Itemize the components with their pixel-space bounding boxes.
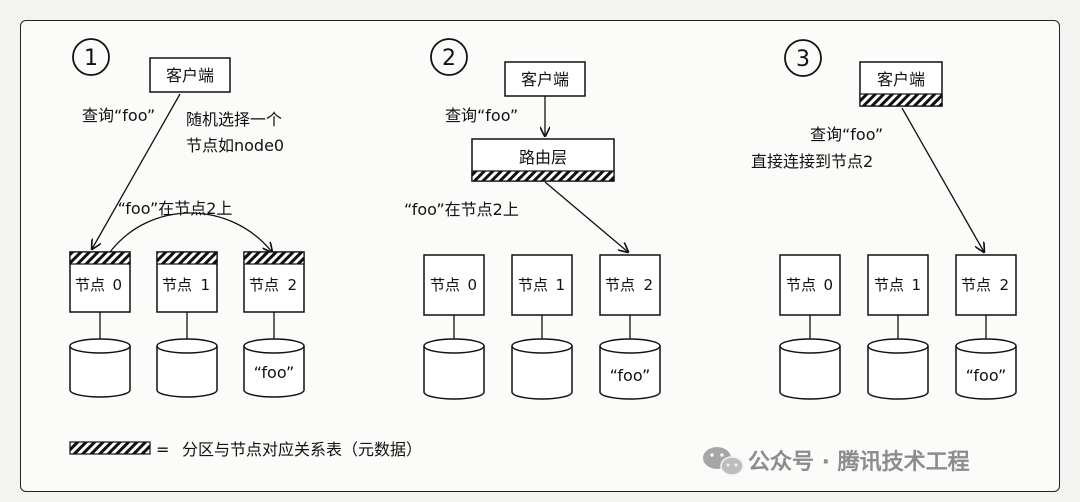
node-label: 节点 — [961, 276, 991, 294]
node-2: 节点 2 “foo” — [599, 254, 661, 400]
panel-1: 1 客户端 查询“foo” 随机选择一个 节点如node0 “foo”在节点2上… — [69, 38, 305, 398]
route-arrow — [544, 181, 628, 252]
cylinder-rim — [69, 345, 131, 354]
storage-cylinder — [69, 338, 131, 398]
cylinder-rim — [955, 345, 1017, 354]
query-label: 查询“foo” — [82, 106, 155, 125]
metadata-strip — [471, 170, 615, 182]
step-number: 2 — [442, 46, 456, 71]
node-label: 节点 — [430, 276, 460, 294]
storage-cylinder — [599, 338, 661, 400]
cylinder-rim — [511, 345, 573, 354]
client-box — [504, 61, 586, 97]
node-2: 节点 2 “foo” — [243, 251, 305, 398]
node-box — [423, 254, 485, 316]
client-box — [149, 57, 231, 93]
query-label: 查询“foo” — [445, 106, 518, 125]
hop-note: “foo”在节点2上 — [118, 199, 233, 218]
node-index: 2 — [287, 276, 297, 294]
node-0: 节点 0 — [69, 251, 131, 398]
node-label: 节点 — [162, 276, 192, 294]
router-label: 路由层 — [519, 148, 567, 167]
random-note-line2: 节点如node0 — [186, 136, 284, 155]
storage-cylinder — [511, 338, 573, 400]
node-label: 节点 — [75, 276, 105, 294]
node-label: 节点 — [605, 276, 635, 294]
storage-cylinder — [156, 338, 218, 398]
node-box — [955, 254, 1017, 316]
storage-cylinder — [243, 338, 305, 398]
route-note: “foo”在节点2上 — [404, 200, 519, 219]
legend-text: 分区与节点对应关系表（元数据） — [182, 440, 422, 459]
client-label: 客户端 — [877, 70, 925, 89]
legend-equals: = — [156, 440, 169, 459]
watermark-text: 公众号 · 腾讯技术工程 — [748, 450, 970, 475]
metadata-strip — [69, 251, 131, 265]
forward-arrow — [109, 212, 272, 252]
node-index: 1 — [200, 276, 210, 294]
node-box — [599, 254, 661, 316]
step-number: 3 — [796, 47, 810, 72]
client-label: 客户端 — [521, 70, 569, 89]
node-index: 1 — [555, 276, 565, 294]
metadata-strip — [156, 251, 218, 265]
query-label: 查询“foo” — [810, 125, 883, 144]
node-1: 节点 1 — [156, 251, 218, 398]
cylinder-rim — [599, 345, 661, 354]
node-box — [511, 254, 573, 316]
query-arrow — [92, 93, 181, 249]
stored-key: “foo” — [966, 366, 1007, 385]
node-index: 2 — [643, 276, 653, 294]
node-1: 节点 1 — [867, 254, 929, 400]
legend: = 分区与节点对应关系表（元数据） — [69, 440, 422, 459]
storage-cylinder — [779, 338, 841, 400]
step-circle — [430, 38, 468, 76]
node-index: 0 — [112, 276, 122, 294]
direct-arrow — [901, 107, 984, 252]
wechat-icon — [703, 447, 744, 476]
node-label: 节点 — [874, 276, 904, 294]
node-label: 节点 — [518, 276, 548, 294]
step-number: 1 — [84, 46, 98, 71]
panel-2: 2 客户端 查询“foo” 路由层 “foo”在节点2上 节点 0 节点 1 — [404, 38, 661, 400]
storage-cylinder — [423, 338, 485, 400]
node-index: 0 — [467, 276, 477, 294]
node-2: 节点 2 “foo” — [955, 254, 1017, 400]
node-1: 节点 1 — [511, 254, 573, 400]
node-box — [779, 254, 841, 316]
metadata-strip — [243, 251, 305, 265]
node-label: 节点 — [249, 276, 279, 294]
step-circle — [784, 39, 822, 77]
node-box — [867, 254, 929, 316]
stored-key: “foo” — [254, 363, 295, 382]
stored-key: “foo” — [610, 366, 651, 385]
cylinder-rim — [867, 345, 929, 354]
node-index: 2 — [999, 276, 1009, 294]
client-label: 客户端 — [166, 66, 214, 85]
storage-cylinder — [867, 338, 929, 400]
cylinder-rim — [423, 345, 485, 354]
cylinder-rim — [779, 345, 841, 354]
watermark: 公众号 · 腾讯技术工程 — [703, 447, 970, 476]
cylinder-rim — [156, 345, 218, 354]
metadata-strip — [859, 93, 943, 107]
random-note-line1: 随机选择一个 — [186, 110, 282, 129]
step-circle — [72, 38, 110, 76]
node-index: 1 — [911, 276, 921, 294]
node-0: 节点 0 — [423, 254, 485, 400]
panel-3: 3 客户端 查询“foo” 直接连接到节点2 节点 0 节点 1 — [751, 39, 1017, 400]
node-0: 节点 0 — [779, 254, 841, 400]
direct-note: 直接连接到节点2 — [751, 152, 873, 171]
node-index: 0 — [823, 276, 833, 294]
node-label: 节点 — [786, 276, 816, 294]
cylinder-rim — [243, 345, 305, 354]
storage-cylinder — [955, 338, 1017, 400]
legend-swatch — [69, 441, 151, 455]
